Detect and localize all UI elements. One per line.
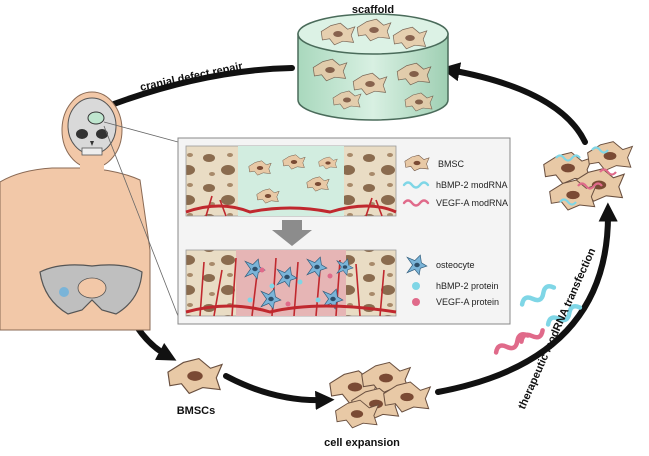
arrow-scaffold-to-head: [89, 65, 295, 116]
legend-vegfa-modrna: VEGF-A modRNA: [436, 198, 508, 208]
cranial-defect-implant: [87, 111, 105, 125]
hbmp2-protein-legend-icon: [412, 282, 420, 290]
panel-before-implant: [185, 145, 397, 217]
expanded-cells: [329, 361, 431, 429]
bmscs-cells: [167, 358, 223, 394]
pelvis-icon: [39, 264, 143, 315]
arrow-bmscs-to-expansion: [223, 373, 335, 410]
tissue-inset: BMSC hBMP-2 modRNA VEGF-A modRNA osteocy…: [177, 137, 511, 325]
legend-osteocyte: osteocyte: [436, 260, 475, 270]
human-figure: [0, 91, 179, 331]
scaffold-cylinder: scaffold: [297, 4, 449, 121]
legend-hbmp2-modrna: hBMP-2 modRNA: [436, 180, 508, 190]
cranial-defect-repair-label: cranial defect repair: [139, 60, 244, 94]
hbmp2-modrna-legend-icon: [402, 181, 430, 189]
cell-expansion-label: cell expansion: [324, 437, 400, 449]
bmscs-label: BMSCs: [177, 405, 216, 417]
legend-bmsc: BMSC: [438, 159, 465, 169]
process-down-arrow: [272, 220, 312, 246]
arrow-transfected-to-scaffold: [440, 62, 588, 145]
panel-after-implant: [185, 249, 397, 317]
vegfa-modrna-legend-icon: [402, 199, 430, 207]
transfection-label: therapeutic modRNA transfection: [516, 246, 598, 411]
skull-icon: [67, 97, 117, 156]
transfected-cells: [543, 141, 633, 211]
scaffold-label: scaffold: [352, 4, 394, 16]
arrow-expansion-to-transfected: [435, 202, 618, 395]
legend-top: BMSC hBMP-2 modRNA VEGF-A modRNA: [402, 154, 508, 208]
legend-bottom: osteocyte hBMP-2 protein VEGF-A protein: [406, 254, 499, 307]
legend-vegfa-protein: VEGF-A protein: [436, 297, 499, 307]
vegfa-protein-legend-icon: [412, 298, 420, 306]
legend-hbmp2-protein: hBMP-2 protein: [436, 281, 499, 291]
modrna-strands: [493, 284, 583, 355]
